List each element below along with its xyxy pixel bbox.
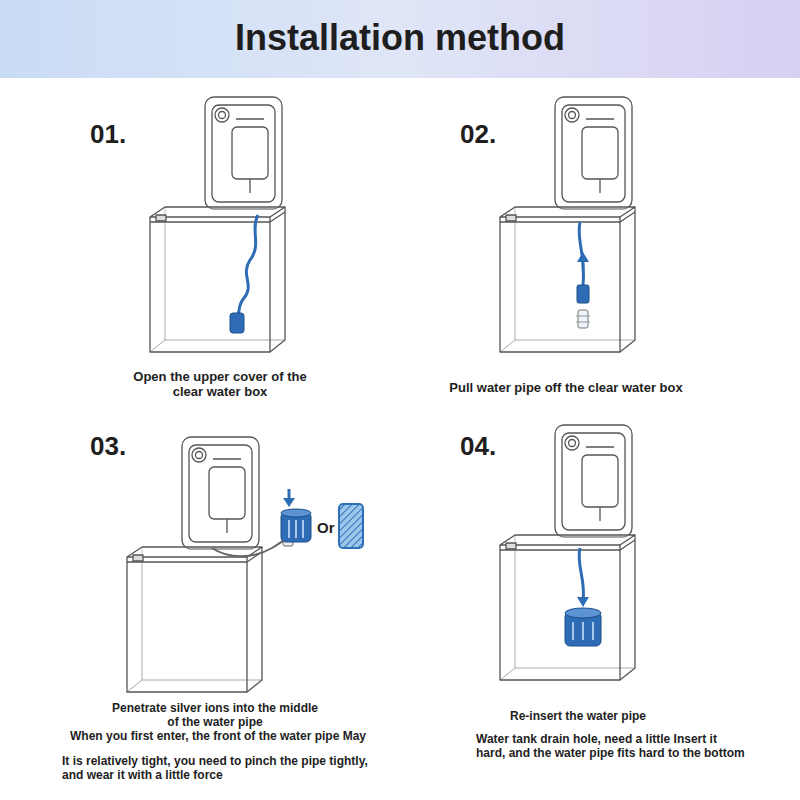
note: When you first enter, the front of the w… <box>70 730 370 744</box>
caption: Re-insert the water pipe <box>468 710 688 724</box>
note: It is relatively tight, you need to pinc… <box>62 755 372 783</box>
note: Water tank drain hole, need a little Ins… <box>476 733 746 761</box>
or-label: Or <box>317 519 335 536</box>
step-number: 02. <box>460 120 496 150</box>
caption: Penetrate silver ions into the middle of… <box>110 702 320 730</box>
caption: Open the upper cover of the clear water … <box>120 370 320 400</box>
caption: Pull water pipe off the clear water box <box>406 381 726 396</box>
title: Installation method <box>0 17 800 58</box>
step-number: 04. <box>460 432 496 462</box>
step-number: 01. <box>90 120 126 150</box>
step-number: 03. <box>90 432 126 462</box>
